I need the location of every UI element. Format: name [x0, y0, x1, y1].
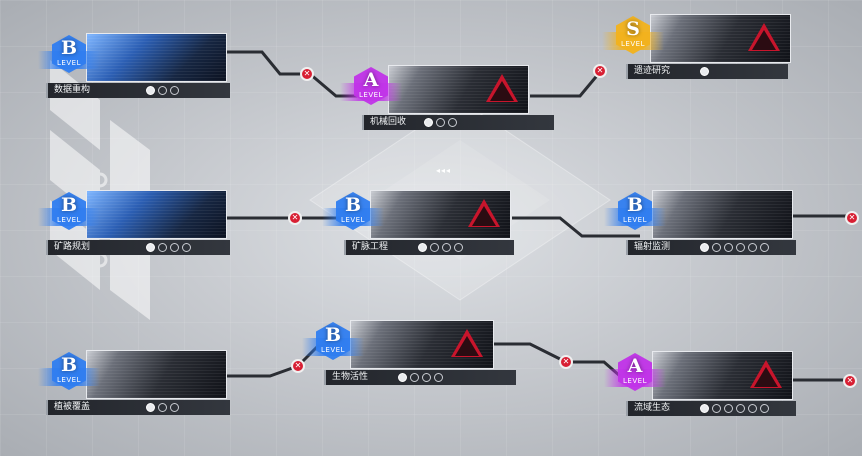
mission-title: 遗迹研究	[634, 66, 671, 76]
mission-label-bar: 遗迹研究	[626, 64, 788, 79]
cube-icon	[418, 243, 427, 252]
hex-slot-icon	[410, 373, 419, 382]
cube-icon	[700, 243, 709, 252]
hex-slot-icon	[736, 404, 745, 413]
hex-slot-icon	[760, 404, 769, 413]
mission-title: 矿脉工程	[352, 242, 389, 252]
hex-slot-icon	[760, 243, 769, 252]
mission-title: 辐射监测	[634, 242, 671, 252]
locked-connection-icon[interactable]: ✕	[559, 355, 573, 369]
hex-slot-icon	[170, 86, 179, 95]
mission-label-bar: 生物活性	[324, 370, 516, 385]
hex-slot-icon	[442, 243, 451, 252]
mission-thumbnail	[388, 65, 529, 114]
mission-label-bar: 矿脉工程	[344, 240, 514, 255]
mission-label-bar: 辐射监测	[626, 240, 796, 255]
hex-slot-icon	[712, 243, 721, 252]
locked-connection-icon[interactable]: ✕	[300, 67, 314, 81]
hex-slot-icon	[736, 243, 745, 252]
mission-title: 植被覆盖	[54, 402, 91, 412]
mission-title: 生物活性	[332, 372, 369, 382]
cube-icon	[700, 67, 709, 76]
hex-slot-icon	[712, 404, 721, 413]
mission-title: 流域生态	[634, 403, 671, 413]
mission-thumbnail	[370, 190, 511, 239]
hex-slot-icon	[748, 404, 757, 413]
mission-label-bar: 流域生态	[626, 401, 796, 416]
mission-thumbnail	[86, 350, 227, 399]
mission-label-bar: 植被覆盖	[46, 400, 230, 415]
locked-connection-icon[interactable]: ✕	[291, 359, 305, 373]
cube-icon	[424, 118, 433, 127]
cube-icon	[146, 243, 155, 252]
locked-connection-icon[interactable]: ✕	[843, 374, 857, 388]
mission-thumbnail	[350, 320, 494, 369]
mission-title: 矿路规划	[54, 242, 91, 252]
hex-slot-icon	[434, 373, 443, 382]
mission-thumbnail	[652, 351, 793, 400]
mission-thumbnail	[86, 190, 227, 239]
hex-slot-icon	[748, 243, 757, 252]
mission-thumbnail	[650, 14, 791, 63]
mission-thumbnail	[86, 33, 227, 82]
hex-slot-icon	[182, 243, 191, 252]
cube-icon	[146, 86, 155, 95]
mission-label-bar: 机械回收	[362, 115, 554, 130]
cube-icon	[700, 404, 709, 413]
cube-icon	[146, 403, 155, 412]
hex-slot-icon	[430, 243, 439, 252]
locked-connection-icon[interactable]: ✕	[845, 211, 859, 225]
hex-slot-icon	[448, 118, 457, 127]
hex-slot-icon	[170, 243, 179, 252]
hex-slot-icon	[436, 118, 445, 127]
hex-slot-icon	[422, 373, 431, 382]
locked-connection-icon[interactable]: ✕	[593, 64, 607, 78]
hex-slot-icon	[158, 403, 167, 412]
mission-label-bar: 矿路规划	[46, 240, 230, 255]
cube-icon	[398, 373, 407, 382]
hex-slot-icon	[158, 243, 167, 252]
hex-slot-icon	[454, 243, 463, 252]
hex-slot-icon	[724, 404, 733, 413]
hex-slot-icon	[724, 243, 733, 252]
mission-title: 机械回收	[370, 117, 407, 127]
mission-label-bar: 数据重构	[46, 83, 230, 98]
mission-title: 数据重构	[54, 85, 91, 95]
mission-thumbnail	[652, 190, 793, 239]
locked-connection-icon[interactable]: ✕	[288, 211, 302, 225]
hex-slot-icon	[170, 403, 179, 412]
nav-hint: ◂◂◂	[436, 166, 452, 175]
hex-slot-icon	[158, 86, 167, 95]
